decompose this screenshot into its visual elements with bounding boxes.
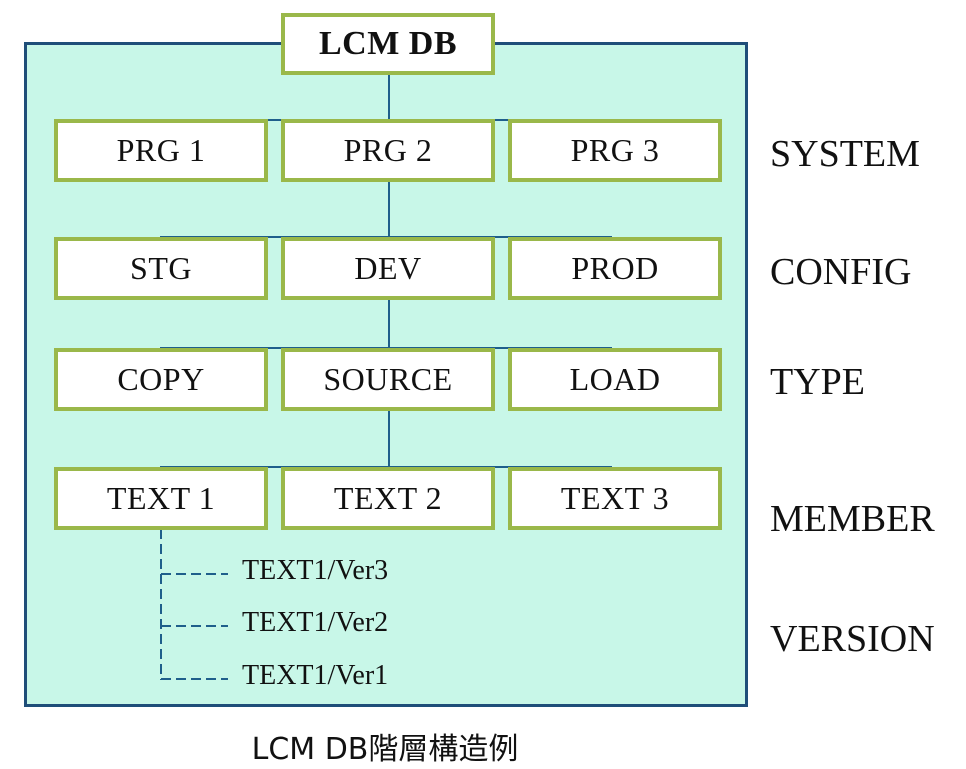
level-label-version: VERSION	[770, 618, 935, 660]
system-node-2: PRG 2	[281, 119, 495, 182]
level-label-config: CONFIG	[770, 251, 912, 293]
version-item-3: TEXT1/Ver3	[242, 555, 389, 586]
level-label-type: TYPE	[770, 361, 865, 403]
version-item-1: TEXT1/Ver1	[242, 660, 389, 691]
level-label-member: MEMBER	[770, 498, 935, 540]
version-item-2: TEXT1/Ver2	[242, 607, 389, 638]
type-node-1: COPY	[54, 348, 268, 411]
level-label-system: SYSTEM	[770, 133, 920, 175]
root-node: LCM DB	[281, 13, 495, 75]
system-node-1: PRG 1	[54, 119, 268, 182]
member-node-3: TEXT 3	[508, 467, 722, 530]
system-node-3: PRG 3	[508, 119, 722, 182]
config-node-2: DEV	[281, 237, 495, 300]
config-node-3: PROD	[508, 237, 722, 300]
diagram-caption: LCM DB階層構造例	[251, 732, 519, 767]
type-node-2: SOURCE	[281, 348, 495, 411]
member-node-1: TEXT 1	[54, 467, 268, 530]
type-node-3: LOAD	[508, 348, 722, 411]
config-node-1: STG	[54, 237, 268, 300]
member-node-2: TEXT 2	[281, 467, 495, 530]
